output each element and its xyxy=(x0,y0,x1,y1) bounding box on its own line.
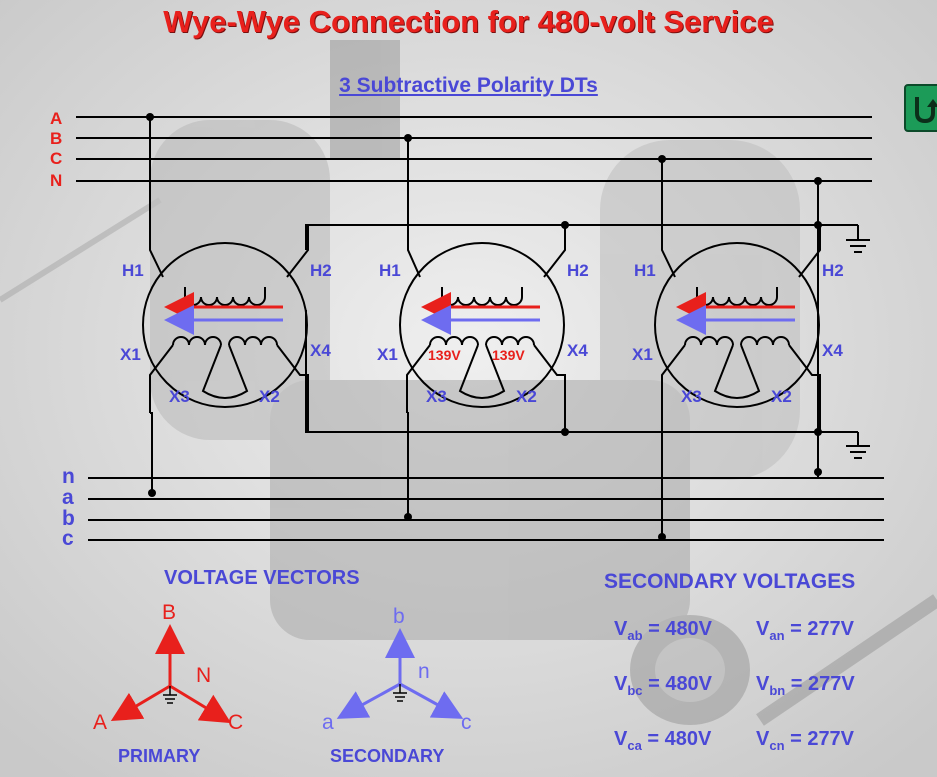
terminal-x4-2: X4 xyxy=(567,341,588,360)
coil-voltage-right: 139V xyxy=(492,347,525,363)
secondary-vector-c: c xyxy=(461,711,472,734)
voltage-symbol: V xyxy=(614,728,628,750)
terminal-x4-1: X4 xyxy=(310,341,331,360)
terminal-x3-3: X3 xyxy=(681,387,702,406)
page-title: Wye-Wye Connection for 480-volt Service xyxy=(163,4,774,39)
voltage-value: = 480V xyxy=(648,673,713,695)
voltage-symbol: V xyxy=(614,618,628,640)
terminal-x2-3: X2 xyxy=(771,387,792,406)
primary-vector-diagram xyxy=(110,624,232,724)
page-subtitle: 3 Subtractive Polarity DTs xyxy=(339,74,598,97)
secondary-vector-n: n xyxy=(418,660,430,683)
line-label-B: B xyxy=(50,129,63,148)
voltage-symbol: V xyxy=(614,673,628,695)
voltage-subscript: bn xyxy=(769,683,786,698)
secondary-vector-diagram xyxy=(336,628,464,719)
line-voltage-ab: Vab = 480V xyxy=(614,618,712,643)
return-arrow-icon xyxy=(915,97,937,124)
transformer-2 xyxy=(399,242,565,408)
secondary-vector-a: a xyxy=(322,711,334,734)
terminal-x3-1: X3 xyxy=(169,387,190,406)
phase-voltage-cn: Vcn = 277V xyxy=(756,728,854,753)
terminal-x1-3: X1 xyxy=(632,345,653,364)
primary-vector-A: A xyxy=(93,711,108,734)
voltage-value: = 480V xyxy=(648,618,713,640)
secondary-voltages-heading: SECONDARY VOLTAGES xyxy=(604,570,856,593)
voltage-symbol: V xyxy=(756,728,770,750)
coil-voltage-left: 139V xyxy=(428,347,461,363)
terminal-h2-2: H2 xyxy=(567,261,589,280)
transformer-3 xyxy=(654,242,820,408)
terminal-x4-3: X4 xyxy=(822,341,843,360)
voltage-subscript: cn xyxy=(769,738,785,753)
terminal-x2-1: X2 xyxy=(259,387,280,406)
voltage-value: = 480V xyxy=(647,728,712,750)
voltage-symbol: V xyxy=(756,673,770,695)
transformer-1 xyxy=(142,242,308,408)
voltage-subscript: an xyxy=(769,628,785,643)
voltage-value: = 277V xyxy=(790,618,855,640)
voltage-subscript: ca xyxy=(627,738,642,753)
primary-vector-C: C xyxy=(228,711,244,734)
line-voltage-bc: Vbc = 480V xyxy=(614,673,712,698)
primary-vector-B: B xyxy=(162,601,177,624)
phase-voltage-an: Van = 277V xyxy=(756,618,854,643)
voltage-value: = 277V xyxy=(790,728,855,750)
secondary-label: SECONDARY xyxy=(330,746,445,766)
terminal-h1-3: H1 xyxy=(634,261,656,280)
primary-vector-N: N xyxy=(196,664,212,687)
voltage-value: = 277V xyxy=(790,673,855,695)
terminal-h1-1: H1 xyxy=(122,261,144,280)
voltage-subscript: bc xyxy=(627,683,643,698)
line-voltage-ca: Vca = 480V xyxy=(614,728,711,753)
terminal-h2-3: H2 xyxy=(822,261,844,280)
line-label-n: n xyxy=(62,465,75,488)
line-label-a: a xyxy=(62,486,74,509)
primary-label: PRIMARY xyxy=(118,746,201,766)
line-label-c: c xyxy=(62,527,74,550)
phase-voltage-bn: Vbn = 277V xyxy=(756,673,855,698)
terminal-x1-2: X1 xyxy=(377,345,398,364)
voltage-subscript: ab xyxy=(627,628,643,643)
line-label-A: A xyxy=(50,109,63,128)
secondary-vector-b: b xyxy=(393,605,405,628)
terminal-x3-2: X3 xyxy=(426,387,447,406)
line-label-N: N xyxy=(50,171,63,190)
line-label-b: b xyxy=(62,507,75,530)
terminal-x1-1: X1 xyxy=(120,345,141,364)
line-label-C: C xyxy=(50,149,63,168)
return-button[interactable] xyxy=(904,84,937,132)
voltage-symbol: V xyxy=(756,618,770,640)
voltage-vectors-heading: VOLTAGE VECTORS xyxy=(164,567,360,589)
terminal-x2-2: X2 xyxy=(516,387,537,406)
terminal-h1-2: H1 xyxy=(379,261,401,280)
terminal-h2-1: H2 xyxy=(310,261,332,280)
